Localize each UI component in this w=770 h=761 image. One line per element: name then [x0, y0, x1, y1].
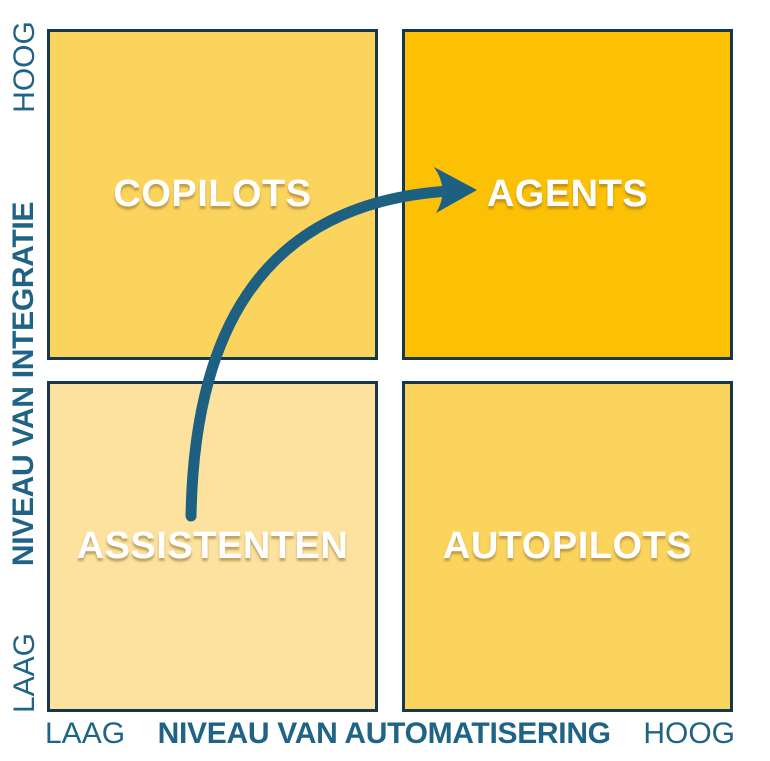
x-axis: LAAG NIVEAU VAN AUTOMATISERING HOOG — [45, 711, 735, 757]
x-axis-min-label: LAAG — [45, 717, 126, 750]
quadrant-autopilots: AUTOPILOTS — [402, 381, 733, 712]
quadrant-copilots-label: COPILOTS — [113, 173, 312, 215]
y-axis-title: NIVEAU VAN INTEGRATIE — [7, 201, 40, 567]
quadrant-autopilots-label: AUTOPILOTS — [442, 525, 693, 567]
y-axis-max-label: HOOG — [8, 21, 41, 113]
quadrant-copilots: COPILOTS — [47, 29, 378, 360]
y-axis-min-label: LAAG — [8, 632, 41, 714]
quadrant-assistenten-label: ASSISTENTEN — [76, 525, 349, 567]
quadrant-assistenten: ASSISTENTEN — [47, 381, 378, 712]
quadrant-agents: AGENTS — [402, 29, 733, 360]
quadrant-agents-label: AGENTS — [486, 173, 649, 215]
x-axis-max-label: HOOG — [643, 717, 735, 750]
x-axis-title: NIVEAU VAN AUTOMATISERING — [157, 717, 611, 750]
